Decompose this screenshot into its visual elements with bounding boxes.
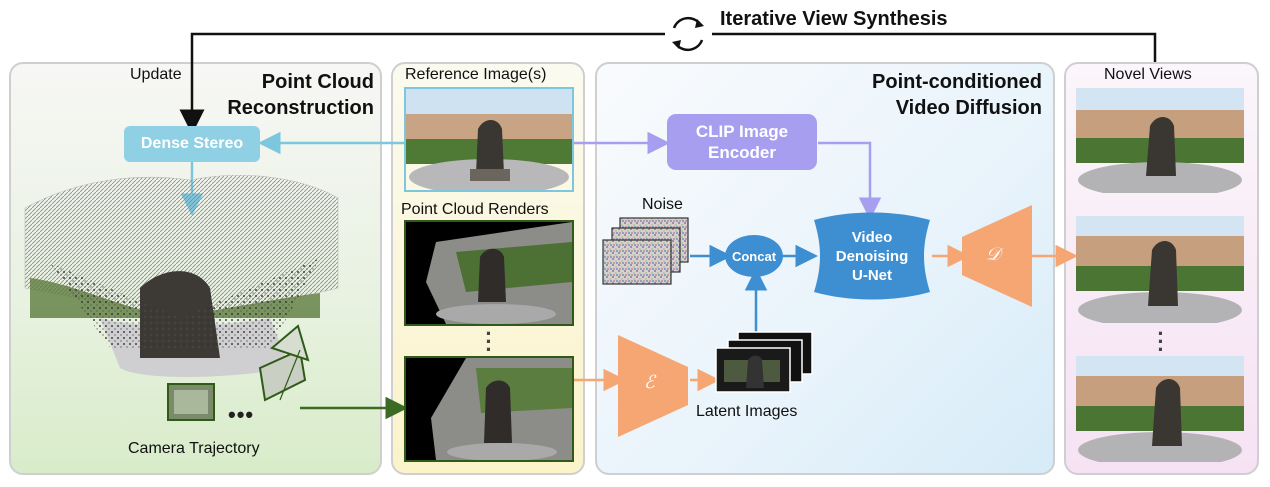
novel-ellipsis: ··· xyxy=(1157,321,1165,362)
point-cloud-illustration xyxy=(24,175,339,377)
diffusion-heading-line2: Video Diffusion xyxy=(895,97,1042,119)
decoder-shape xyxy=(962,205,1032,307)
clip-line2: Encoder xyxy=(707,143,777,162)
unet-line1: Video xyxy=(851,228,893,246)
clip-line1: CLIP Image xyxy=(695,122,789,141)
iterative-view-synthesis-title: Iterative View Synthesis xyxy=(720,8,948,30)
novel-view-1 xyxy=(1076,88,1244,193)
camera-dots: ••• xyxy=(228,402,255,427)
latent-images-label: Latent Images xyxy=(696,403,798,420)
reference-image xyxy=(404,87,574,192)
point-cloud-render-1 xyxy=(404,220,574,326)
decoder-symbol: 𝒟 xyxy=(986,244,1001,265)
point-cloud-heading-line2: Reconstruction xyxy=(227,97,374,119)
novel-view-3 xyxy=(1076,356,1244,462)
noise-stack xyxy=(602,217,689,285)
clip-image-encoder-box: CLIP Image Encoder xyxy=(667,114,817,170)
noise-label: Noise xyxy=(642,196,683,213)
novel-views-label: Novel Views xyxy=(1104,66,1192,83)
point-cloud-renders-label: Point Cloud Renders xyxy=(401,201,549,218)
concat-node: Concat xyxy=(725,235,783,277)
unet-line3: U-Net xyxy=(852,266,892,284)
cycle-icon xyxy=(670,16,706,52)
novel-view-2 xyxy=(1076,216,1244,323)
latent-images-stack xyxy=(715,331,813,393)
camera-trajectory-label: Camera Trajectory xyxy=(128,440,260,457)
dense-stereo-box: Dense Stereo xyxy=(124,126,260,162)
reference-images-label: Reference Image(s) xyxy=(405,66,547,83)
update-label: Update xyxy=(130,66,182,83)
point-cloud-heading-line1: Point Cloud xyxy=(261,71,374,93)
unet-shape xyxy=(814,212,930,300)
unet-line2: Denoising xyxy=(835,247,909,265)
encoder-shape xyxy=(618,335,688,437)
video-denoising-unet: Video Denoising U-Net xyxy=(810,210,934,302)
renders-ellipsis: ··· xyxy=(485,321,493,362)
camera-trajectory-frames xyxy=(167,324,310,421)
point-cloud-render-2 xyxy=(404,356,574,462)
encoder-symbol: ℰ xyxy=(644,372,655,393)
diffusion-heading-line1: Point-conditioned xyxy=(872,71,1042,93)
